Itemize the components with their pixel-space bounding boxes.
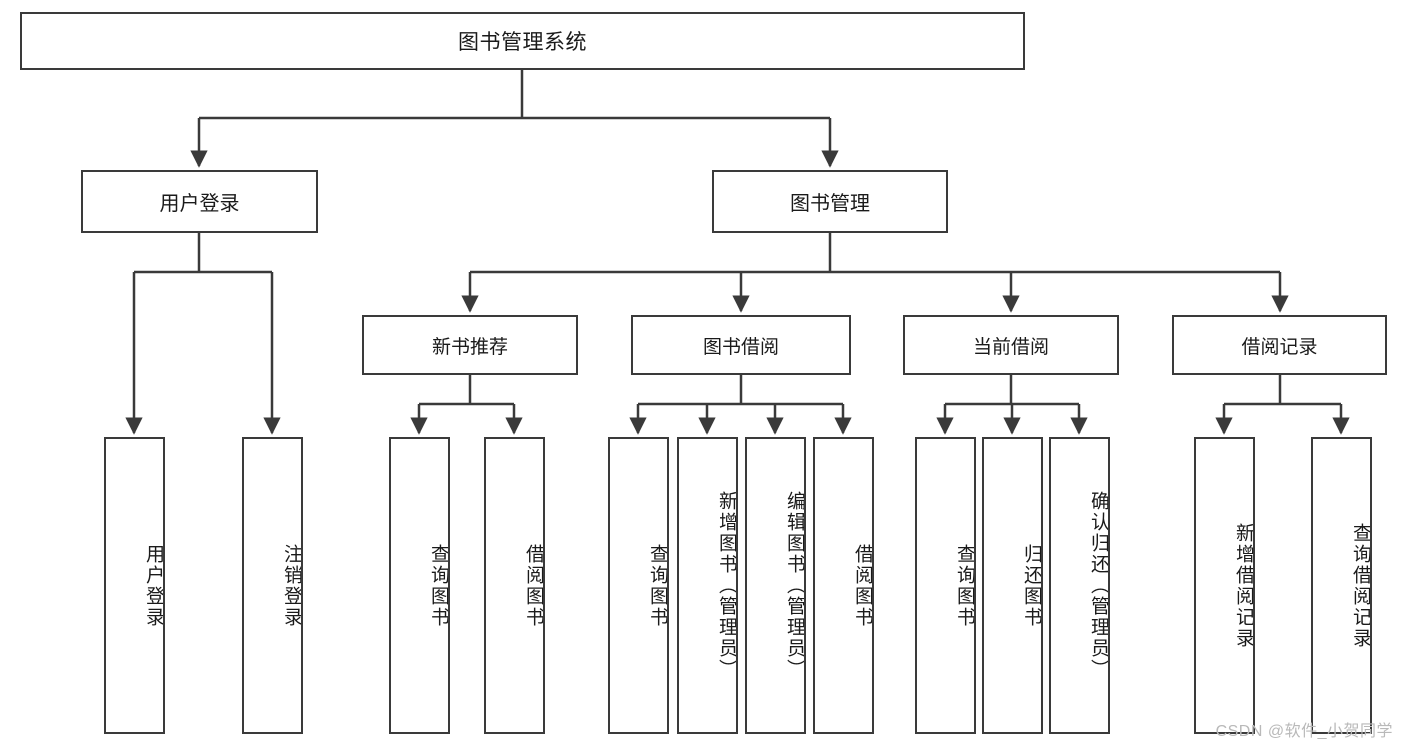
node-user-login[interactable]: 用户登录 <box>81 170 318 233</box>
leaf-user-login-logout[interactable]: 注销登录 <box>242 437 303 734</box>
node-current-borrow[interactable]: 当前借阅 <box>903 315 1119 375</box>
node-book-management[interactable]: 图书管理 <box>712 170 948 233</box>
leaf-book-borrow-query-book[interactable]: 查询图书 <box>608 437 669 734</box>
leaf-book-borrow-edit-book-admin[interactable]: 编辑图书（管理员） <box>745 437 806 734</box>
leaf-new-book-borrow-book[interactable]: 借阅图书 <box>484 437 545 734</box>
node-root-system[interactable]: 图书管理系统 <box>20 12 1025 70</box>
leaf-current-borrow-return-book[interactable]: 归还图书 <box>982 437 1043 734</box>
node-book-borrow[interactable]: 图书借阅 <box>631 315 851 375</box>
leaf-current-borrow-query-book[interactable]: 查询图书 <box>915 437 976 734</box>
node-borrow-record[interactable]: 借阅记录 <box>1172 315 1387 375</box>
leaf-borrow-record-add-record[interactable]: 新增借阅记录 <box>1194 437 1255 734</box>
leaf-current-borrow-confirm-return-admin[interactable]: 确认归还（管理员） <box>1049 437 1110 734</box>
leaf-book-borrow-add-book-admin[interactable]: 新增图书（管理员） <box>677 437 738 734</box>
leaf-borrow-record-query-record[interactable]: 查询借阅记录 <box>1311 437 1372 734</box>
leaf-book-borrow-borrow-book[interactable]: 借阅图书 <box>813 437 874 734</box>
node-new-book-recommend[interactable]: 新书推荐 <box>362 315 578 375</box>
leaf-user-login-login[interactable]: 用户登录 <box>104 437 165 734</box>
leaf-new-book-query-book[interactable]: 查询图书 <box>389 437 450 734</box>
